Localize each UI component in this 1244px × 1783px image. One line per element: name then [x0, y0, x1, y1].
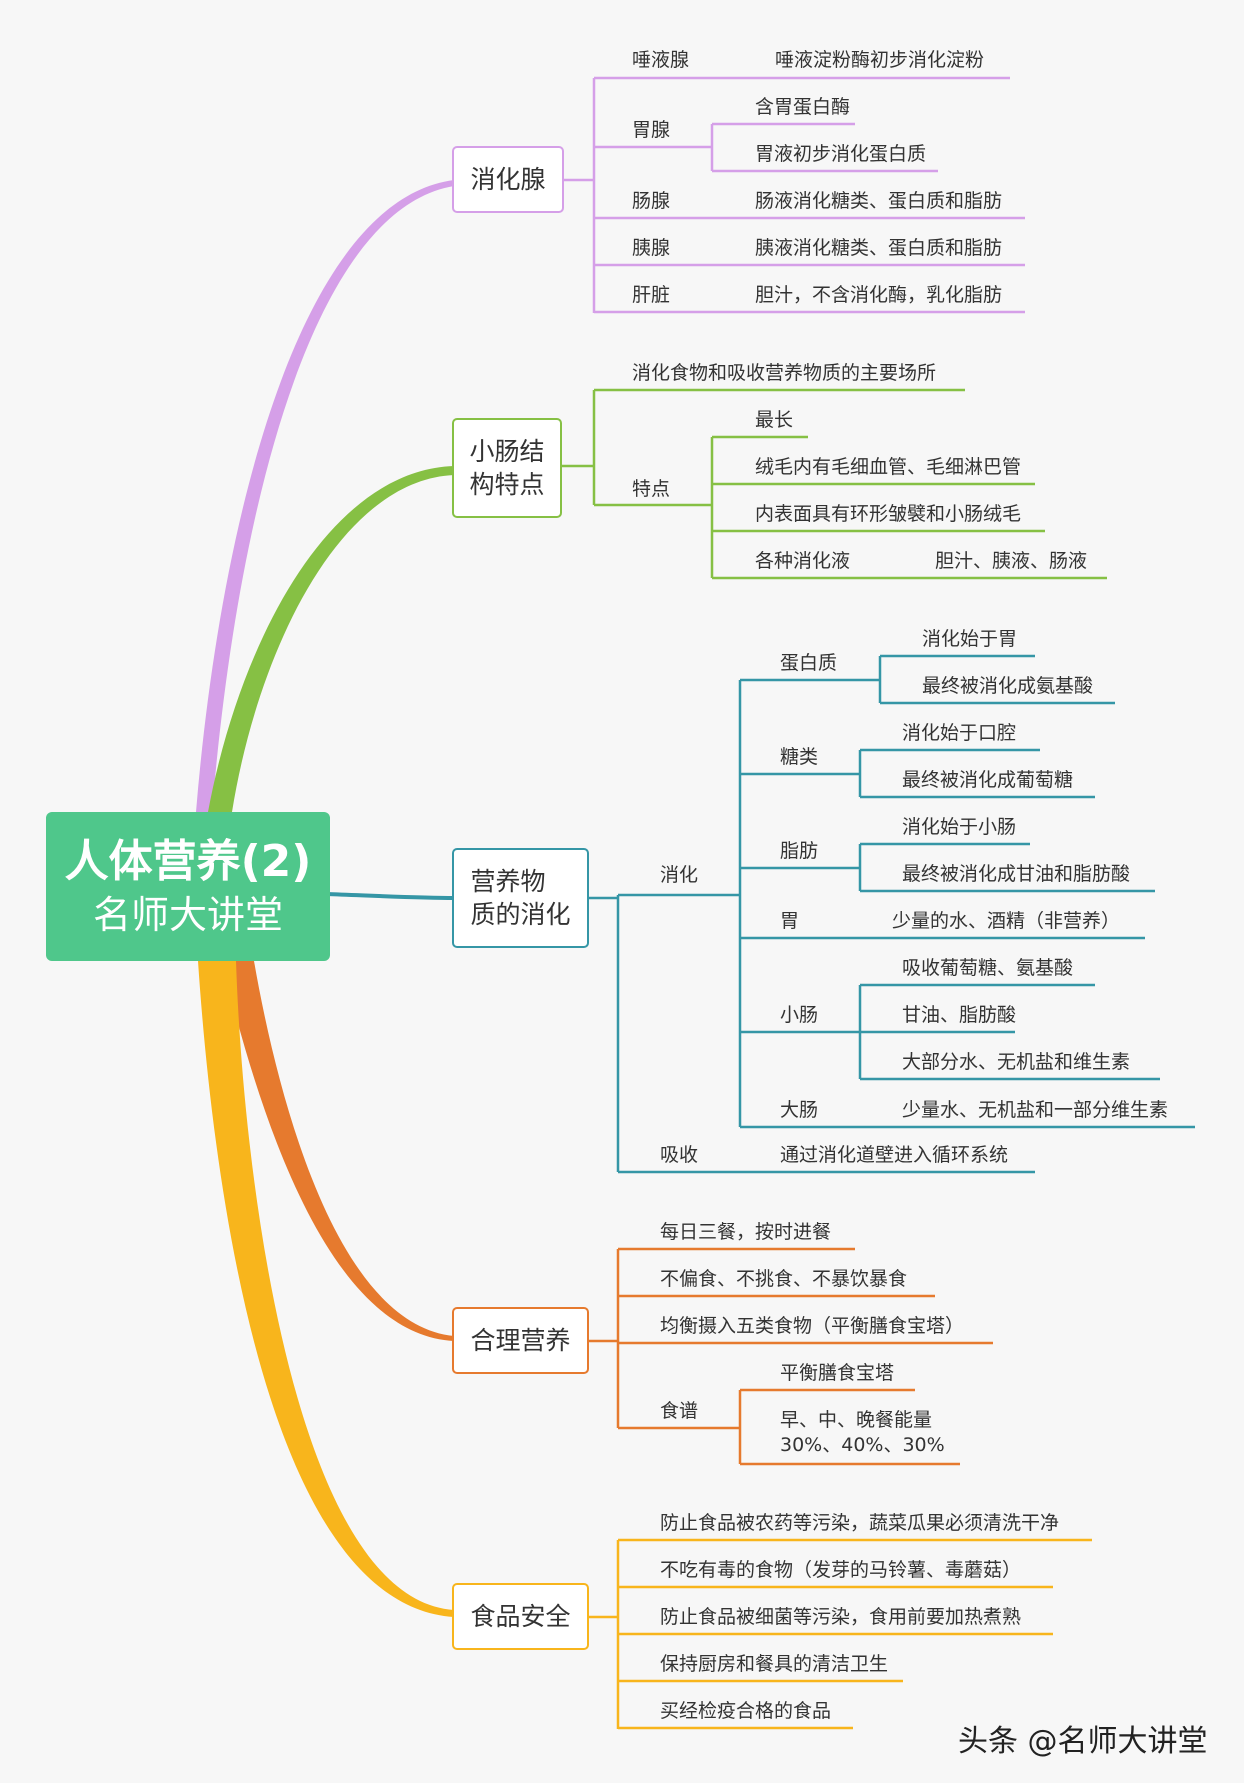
node-feature-folds: 内表面具有环形皱襞和小肠绒毛 [755, 503, 1022, 525]
node-safety-4: 保持厨房和餐具的清洁卫生 [660, 1653, 889, 1675]
node-carbs-end: 最终被消化成葡萄糖 [902, 769, 1074, 791]
connectors-b1 [564, 76, 1025, 314]
node-recipe-ratio: 30%、40%、30% [780, 1434, 945, 1456]
branch-node-small-intestine: 小肠结 构特点 [452, 418, 562, 518]
node-features: 特点 [632, 478, 671, 500]
node-absorption-detail: 通过消化道壁进入循环系统 [780, 1144, 1009, 1166]
node-gastric-gland: 胃腺 [632, 119, 671, 141]
connectors-b5 [589, 1538, 1092, 1730]
branch-node-food-safety: 食品安全 [452, 1583, 589, 1650]
node-protein: 蛋白质 [780, 652, 838, 674]
node-si-detail-2: 甘油、脂肪酸 [902, 1004, 1017, 1026]
node-salivary-gland: 唾液腺 [632, 49, 690, 71]
node-feature-longest: 最长 [755, 409, 794, 431]
watermark: 头条 @名师大讲堂 [958, 1724, 1208, 1759]
branch-curve-b2 [208, 466, 454, 812]
node-stomach-detail: 少量的水、酒精（非营养） [892, 910, 1121, 932]
node-gastric-detail-2: 胃液初步消化蛋白质 [755, 143, 927, 165]
node-protein-start: 消化始于胃 [922, 628, 1018, 650]
node-liver-detail: 胆汁，不含消化酶，乳化脂肪 [755, 284, 1003, 306]
node-si-detail-3: 大部分水、无机盐和维生素 [902, 1051, 1131, 1073]
node-safety-3: 防止食品被细菌等污染，食用前要加热煮熟 [660, 1606, 1022, 1628]
root-subtitle: 名师大讲堂 [92, 892, 283, 937]
node-no-picky: 不偏食、不挑食、不暴饮暴食 [660, 1268, 908, 1290]
node-salivary-detail: 唾液淀粉酶初步消化淀粉 [775, 49, 985, 71]
node-si-detail-1: 吸收葡萄糖、氨基酸 [902, 957, 1074, 979]
branch-curve-b3 [325, 892, 455, 900]
node-intestinal-gland: 肠腺 [632, 190, 671, 212]
root-title: 人体营养(2) [64, 835, 312, 887]
node-feature-juices-detail: 胆汁、胰液、肠液 [935, 550, 1088, 572]
node-li-detail: 少量水、无机盐和一部分维生素 [902, 1099, 1169, 1121]
branch-curve-b1 [196, 180, 454, 812]
branch-curve-b4 [222, 961, 454, 1341]
node-fat: 脂肪 [780, 840, 819, 862]
node-recipe: 食谱 [660, 1400, 699, 1422]
node-digestion: 消化 [660, 864, 699, 886]
node-intestinal-detail: 肠液消化糖类、蛋白质和脂肪 [755, 190, 1003, 212]
node-balanced: 均衡摄入五类食物（平衡膳食宝塔） [660, 1315, 965, 1337]
node-recipe-energy: 早、中、晚餐能量 [780, 1409, 933, 1431]
node-safety-5: 买经检疫合格的食品 [660, 1700, 832, 1722]
node-pancreas: 胰腺 [632, 237, 671, 259]
node-fat-start: 消化始于小肠 [902, 816, 1017, 838]
node-liver: 肝脏 [632, 284, 671, 306]
branch-node-balanced-nutrition: 合理营养 [452, 1307, 589, 1374]
node-protein-end: 最终被消化成氨基酸 [922, 675, 1094, 697]
node-absorption: 吸收 [660, 1144, 699, 1166]
connectors-b4 [589, 1247, 993, 1466]
connectors-b2 [562, 388, 1107, 580]
node-small-intestine: 小肠 [780, 1004, 819, 1026]
node-meals: 每日三餐，按时进餐 [660, 1221, 832, 1243]
branch-curve-b5 [198, 961, 454, 1617]
node-feature-juices: 各种消化液 [755, 550, 851, 572]
node-safety-2: 不吃有毒的食物（发芽的马铃薯、毒蘑菇） [660, 1559, 1022, 1581]
node-gastric-detail-1: 含胃蛋白酶 [755, 96, 851, 118]
node-carbs-start: 消化始于口腔 [902, 722, 1017, 744]
node-main-site: 消化食物和吸收营养物质的主要场所 [632, 362, 937, 384]
node-safety-1: 防止食品被农药等污染，蔬菜瓜果必须清洗干净 [660, 1512, 1060, 1534]
root-node: 人体营养(2) 名师大讲堂 [46, 812, 330, 961]
connectors-b3 [589, 654, 1195, 1174]
node-feature-villi: 绒毛内有毛细血管、毛细淋巴管 [755, 456, 1022, 478]
node-large-intestine: 大肠 [780, 1099, 819, 1121]
branch-node-nutrient-digestion: 营养物 质的消化 [452, 848, 589, 948]
node-stomach: 胃 [780, 910, 800, 932]
node-fat-end: 最终被消化成甘油和脂肪酸 [902, 863, 1131, 885]
branch-node-digestive-glands: 消化腺 [452, 146, 564, 213]
node-recipe-pyramid: 平衡膳食宝塔 [780, 1362, 895, 1384]
node-carbs: 糖类 [780, 746, 819, 768]
node-pancreas-detail: 胰液消化糖类、蛋白质和脂肪 [755, 237, 1003, 259]
